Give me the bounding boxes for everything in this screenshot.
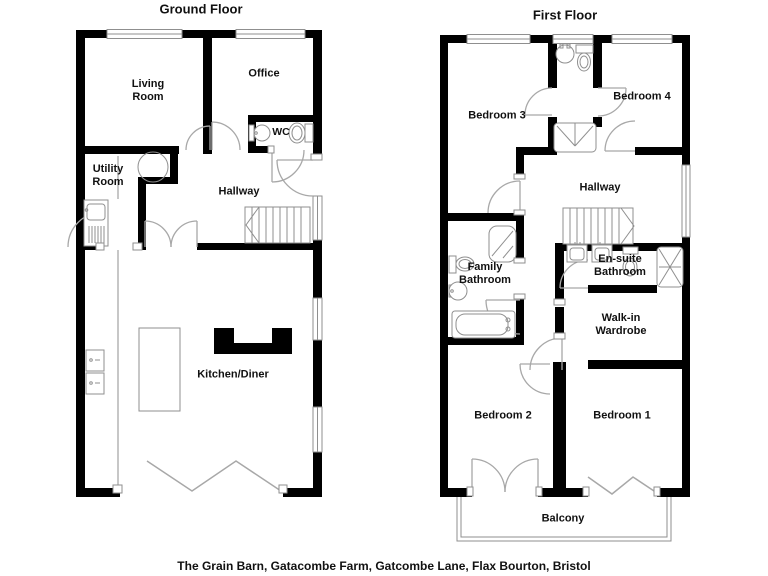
ensuite-shower	[656, 246, 684, 288]
appliance	[85, 349, 105, 372]
ground-doors	[67, 121, 314, 248]
window	[235, 29, 306, 39]
window	[312, 195, 323, 241]
ground-stairs	[244, 206, 311, 244]
room-label-bedroom-3: Bedroom 3	[468, 109, 526, 122]
window	[106, 29, 183, 39]
first-stairs	[562, 207, 635, 245]
room-label-bedroom-4: Bedroom 4	[613, 90, 671, 103]
bifold-doors	[587, 476, 658, 495]
room-label-office: Office	[248, 67, 280, 80]
living-room-door	[185, 125, 211, 151]
room-label-living-room: Living Room	[131, 78, 165, 103]
ground-floor-plan	[67, 29, 323, 497]
shower-room-basin	[555, 43, 575, 64]
first-fixtures	[448, 43, 684, 542]
room-label-bedroom-2: Bedroom 2	[474, 409, 532, 422]
utility-sink	[83, 199, 109, 247]
kitchen-island	[138, 327, 181, 412]
appliance	[85, 372, 105, 395]
wc-toilet	[288, 122, 314, 144]
first-floor-title: First Floor	[532, 7, 598, 23]
room-label-hallway-ground: Hallway	[218, 185, 260, 198]
room-label-ensuite-bathroom: En-suite Bathroom	[594, 253, 646, 278]
bedroom2-door	[519, 363, 551, 395]
ensuite-basin	[566, 242, 588, 263]
room-label-wc: WC	[272, 125, 290, 138]
ground-kitchen-unit	[214, 328, 292, 354]
room-label-balcony: Balcony	[541, 512, 585, 525]
ground-door-markers	[95, 145, 323, 494]
wc-basin	[248, 124, 271, 142]
window	[466, 34, 531, 44]
window	[681, 164, 691, 238]
first-door-markers	[466, 173, 661, 497]
office-door	[211, 121, 241, 151]
ground-floor-title: Ground Floor	[159, 1, 243, 17]
shower-room-left-door	[524, 87, 553, 116]
ground-walls	[76, 30, 322, 497]
boiler	[137, 151, 169, 183]
room-label-kitchen-diner: Kitchen/Diner	[197, 368, 269, 381]
room-label-walk-in-wardrobe: Walk-in Wardrobe	[595, 312, 647, 337]
stair-break-line	[620, 207, 635, 245]
ground-windows	[106, 29, 323, 453]
bifold-doors	[146, 460, 282, 492]
kitchen-double-doors	[144, 220, 198, 248]
room-label-utility-room: Utility Room	[92, 163, 124, 188]
bedroom4-door	[604, 120, 636, 152]
corner-shower	[488, 225, 517, 263]
bathtub	[451, 310, 516, 339]
window	[312, 406, 323, 453]
bathroom-toilet	[448, 255, 475, 274]
window	[552, 34, 594, 44]
ground-fixtures	[83, 122, 314, 492]
wc-door	[271, 149, 305, 183]
shower-room-right-door	[597, 87, 627, 117]
ensuite-basin	[591, 242, 613, 263]
bedroom3-door	[487, 180, 521, 214]
first-windows	[466, 34, 691, 238]
first-floor-plan	[440, 34, 691, 542]
shower-tray	[553, 122, 597, 153]
stair-break-line	[245, 206, 260, 244]
ensuite-toilet	[622, 246, 639, 277]
address-caption: The Grain Barn, Gatacombe Farm, Gatcombe…	[177, 558, 591, 573]
balcony-rail	[456, 497, 672, 542]
room-label-family-bathroom: Family Bathroom	[459, 261, 511, 286]
window	[611, 34, 673, 44]
shower-room-toilet	[575, 44, 594, 72]
french-doors	[471, 458, 539, 493]
room-label-bedroom-1: Bedroom 1	[593, 409, 651, 422]
window	[312, 297, 323, 341]
room-label-hallway-first: Hallway	[579, 181, 621, 194]
bathroom-basin	[448, 281, 468, 301]
front-door	[276, 159, 314, 197]
